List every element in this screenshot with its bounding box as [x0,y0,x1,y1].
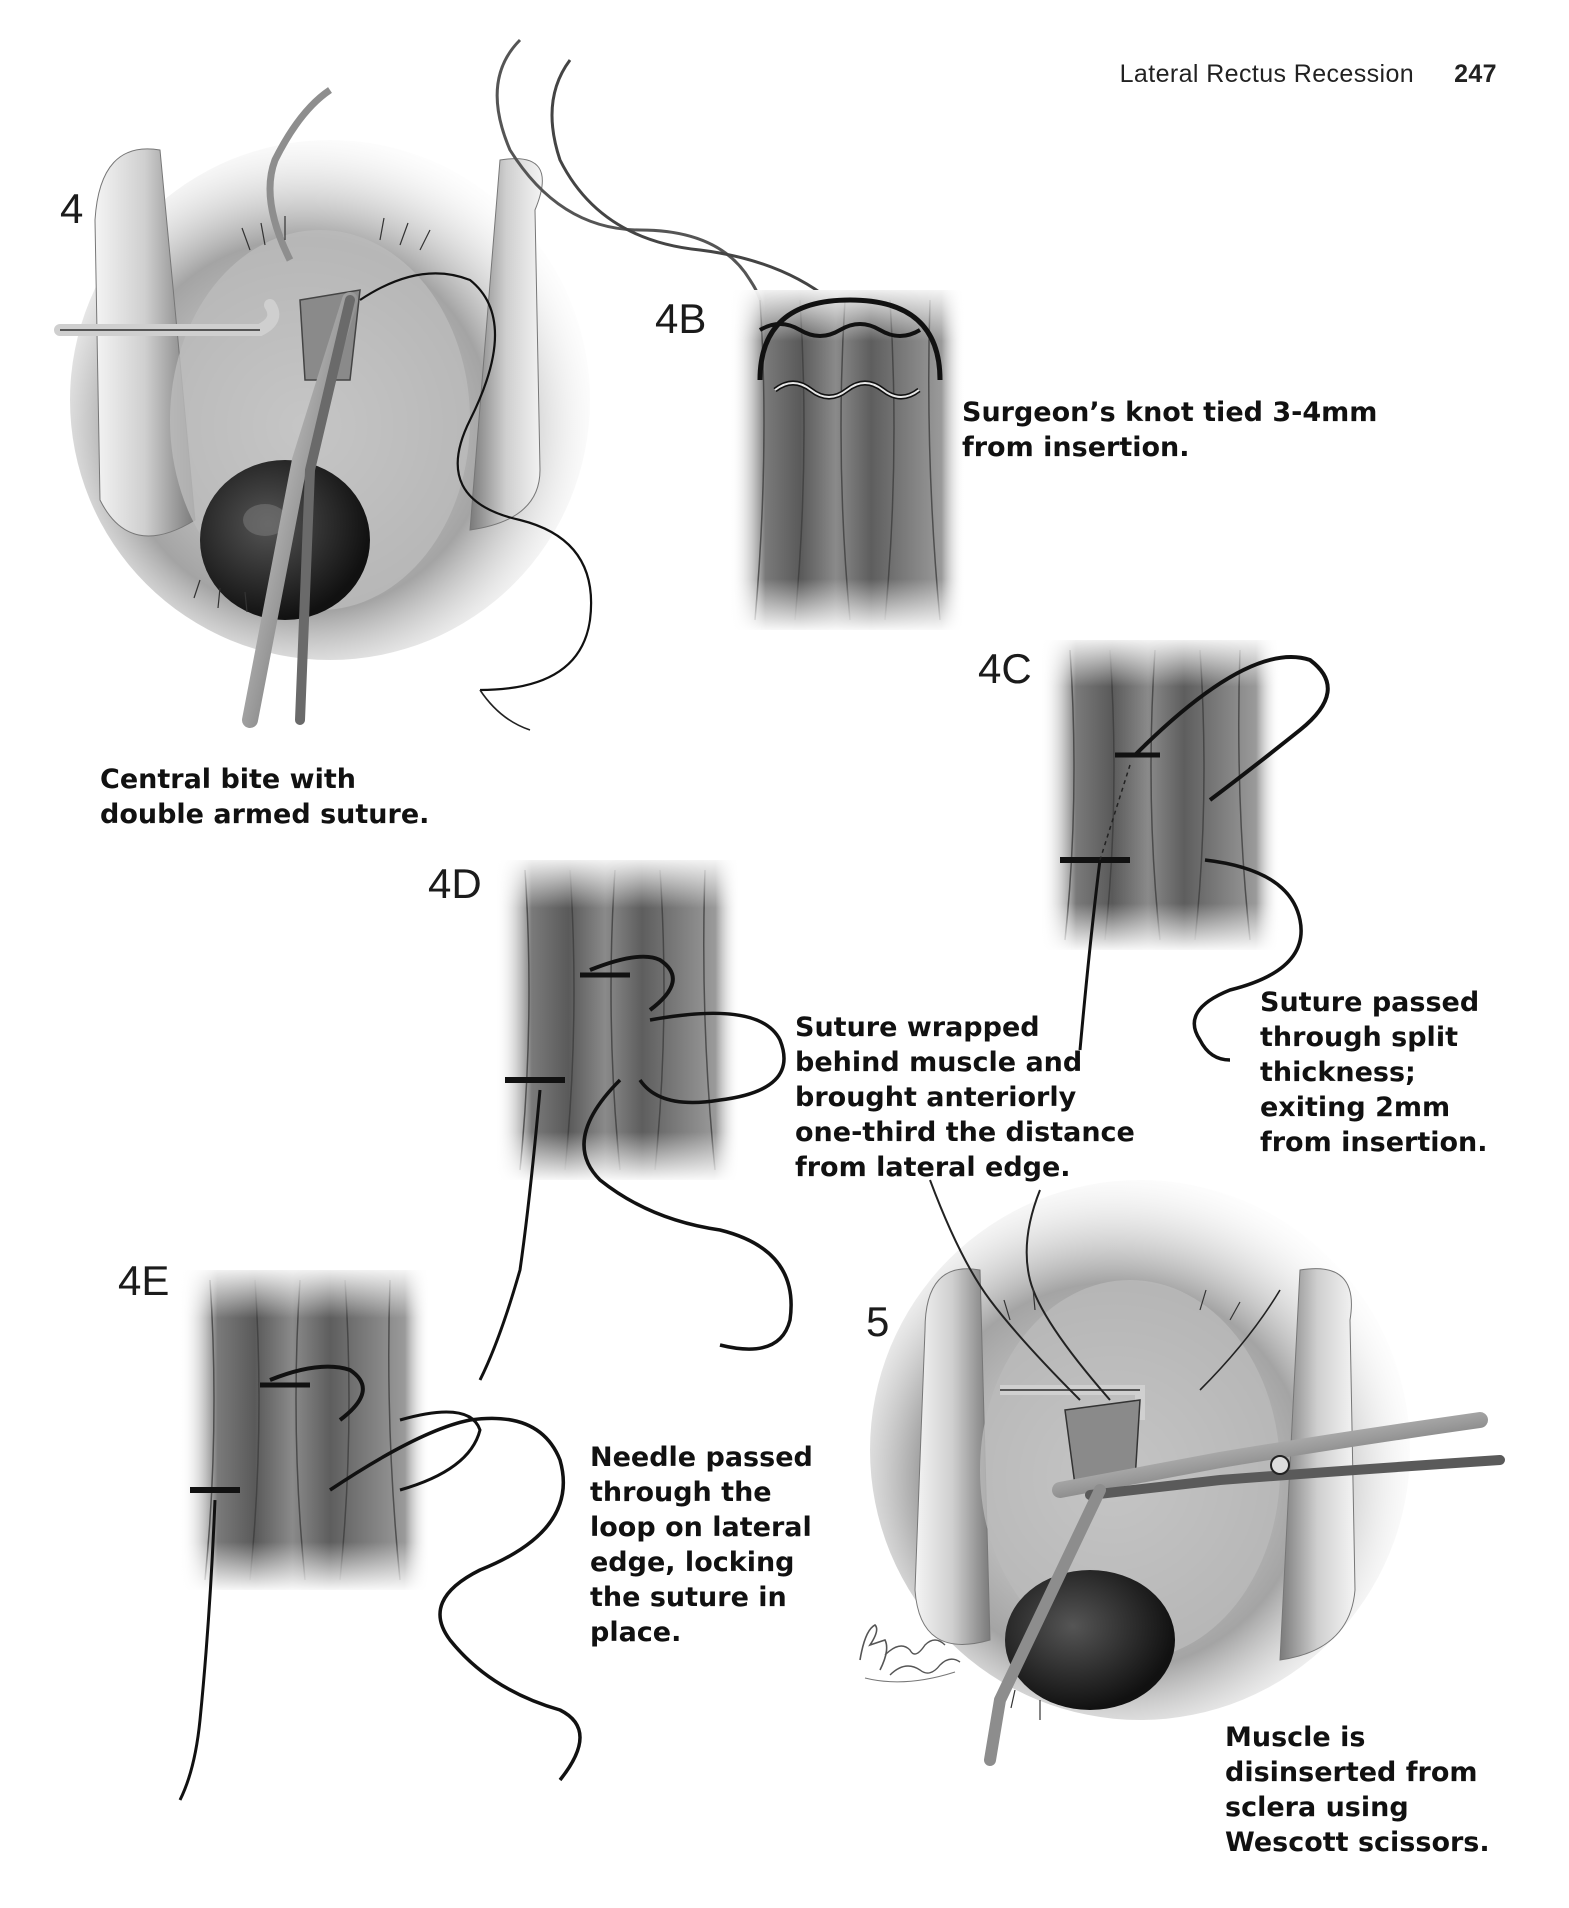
artist-signature [859,1624,961,1683]
figure-4e-illustration [178,1270,582,1801]
figure-caption-5: Muscle is disinserted from sclera using … [1225,1722,1490,1858]
figure-caption-4b: Surgeon’s knot tied 3-4mm from insertion… [962,397,1378,463]
page-number: 247 [1454,60,1497,88]
figure-4c-illustration [1040,640,1330,1062]
figure-caption-4: Central bite with double armed suture. [100,764,430,830]
figure-label-4d: 4D [428,860,482,907]
figure-4b-illustration [730,290,965,630]
figure-caption-4d: Suture wrapped behind muscle and brought… [795,1012,1135,1183]
figure-4-illustration [54,87,593,731]
running-header: Lateral Rectus Recession 247 [1120,60,1497,89]
running-title: Lateral Rectus Recession [1119,60,1415,88]
figure-label-4b: 4B [655,295,707,342]
figure-4d-illustration [478,860,793,1381]
figure-caption-4c: Suture passed through split thickness; e… [1260,987,1488,1158]
figure-label-4e: 4E [118,1257,170,1304]
figure-label-4: 4 [60,185,84,232]
figure-label-4c: 4C [978,645,1032,692]
figure-label-5: 5 [866,1298,890,1345]
figure-5-illustration [870,1179,1505,1766]
figure-caption-4e: Needle passed through the loop on latera… [590,1442,813,1648]
